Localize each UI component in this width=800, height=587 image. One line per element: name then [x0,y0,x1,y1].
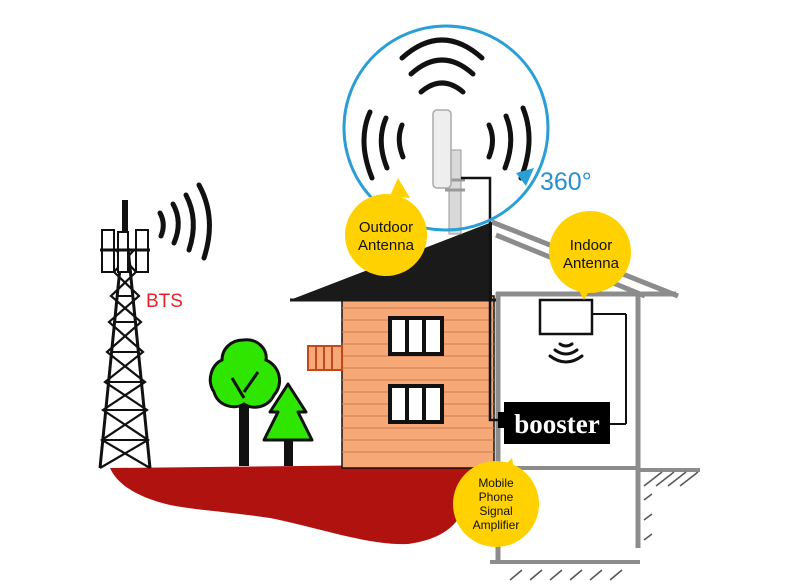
outdoor-antenna-label-line1: Outdoor [359,219,413,236]
coverage-circle [342,24,550,232]
rotation-arrow-icon [516,168,534,186]
outdoor-antenna-callout: Outdoor Antenna [345,178,427,276]
outdoor-antenna-icon [432,109,465,235]
bts-label: BTS [146,291,183,312]
pine-tree-icon [262,382,314,466]
tree-icon [208,338,282,466]
bts-signal-waves-icon [157,182,212,261]
amplifier-callout: Mobile Phone Signal Amplifier [453,458,539,547]
outdoor-antenna-label-line2: Antenna [358,237,415,254]
indoor-antenna-label-line2: Antenna [563,255,620,272]
amplifier-label-line1: Mobile [478,476,514,490]
indoor-signal-waves-icon [548,342,584,364]
balcony [307,345,343,371]
amplifier-label-line2: Phone [479,490,514,504]
booster-label: booster [514,409,599,439]
antenna-cable [461,176,502,422]
outdoor-signal-waves-icon [361,37,532,181]
bts-tower-icon [98,200,152,469]
window-upper [388,316,444,356]
indoor-antenna-icon [538,298,627,425]
window-lower [388,384,444,424]
indoor-antenna-label-line1: Indoor [570,237,613,254]
rotation-label: 360° [540,168,592,196]
soil-hatch [509,471,699,581]
booster-device: booster [498,402,610,444]
ground [110,464,490,545]
amplifier-label-line3: Signal [479,504,512,518]
indoor-antenna-callout: Indoor Antenna [549,211,631,300]
amplifier-label-line4: Amplifier [473,518,520,532]
